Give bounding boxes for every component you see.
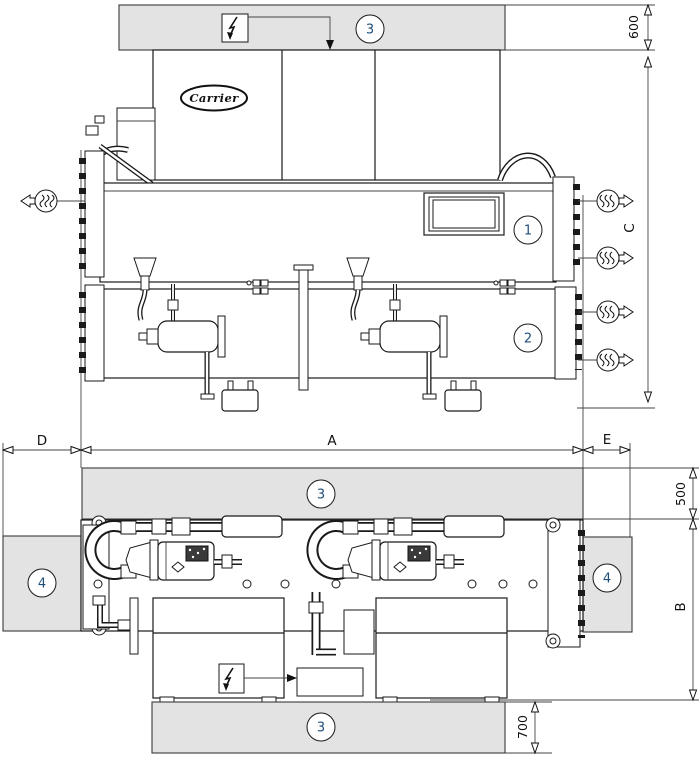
dim-500-label: 500	[673, 482, 688, 506]
callout-3-plan-bottom: 3	[306, 712, 336, 742]
callout-3-plan-top-label: 3	[317, 488, 325, 503]
dim-a-label: A	[327, 433, 337, 449]
tube-clearance-zone-right: 4	[582, 536, 633, 633]
top-clearance-zone	[118, 4, 506, 51]
plan-piping-left	[92, 595, 139, 655]
dim-500: 500	[583, 468, 699, 519]
oil-separator-2	[360, 315, 448, 400]
dim-e: E	[583, 432, 630, 450]
valve-cluster-1	[246, 279, 269, 295]
electrical-panel-box	[296, 667, 364, 697]
plan-piping-center	[308, 592, 375, 656]
control-display	[423, 192, 505, 236]
water-connection-icon-right-3	[578, 300, 634, 324]
valve-cluster-2	[493, 279, 516, 295]
callout-1: 1	[513, 215, 543, 245]
dim-a: A	[81, 433, 583, 450]
side-view: 3 600 C Carrier	[20, 4, 655, 468]
unit-foot-1	[221, 380, 259, 412]
dim-600: 600	[505, 5, 655, 50]
callout-2: 2	[513, 323, 543, 353]
callout-3-top-label: 3	[366, 23, 374, 38]
carrier-logo: Carrier	[180, 84, 248, 112]
water-connection-icon-right-4	[578, 348, 634, 372]
water-connection-icon-left	[20, 189, 85, 213]
dim-c-label: C	[622, 223, 638, 232]
unit-foot-2	[444, 380, 482, 412]
center-riser-pipe	[293, 264, 314, 391]
water-connection-icon-right-1	[578, 189, 634, 213]
electrical-leader-arrow-plan	[244, 674, 297, 682]
callout-1-label: 1	[524, 224, 532, 239]
compressor-assembly-2	[306, 515, 505, 581]
dim-c: C	[577, 57, 655, 409]
control-box-1	[152, 597, 285, 703]
callout-2-label: 2	[524, 332, 532, 347]
callout-3-plan-top: 3	[306, 479, 336, 509]
dim-d-label: D	[37, 433, 47, 449]
dim-b-label: B	[673, 602, 689, 611]
callout-3-plan-bottom-label: 3	[317, 721, 325, 736]
electrical-leader-arrow	[248, 16, 334, 50]
electrical-connection-icon	[221, 13, 249, 43]
tube-clearance-zone-left: 4	[2, 535, 82, 632]
plan-view: 3 500 B 4 4	[2, 468, 699, 753]
callout-3-top: 3	[355, 14, 385, 44]
unit-cabinet: Carrier	[116, 49, 501, 189]
control-box-2	[375, 597, 508, 703]
compressor-assembly-1	[84, 515, 283, 581]
dim-b: B	[430, 519, 699, 700]
carrier-logo-text: Carrier	[189, 91, 239, 105]
dim-e-label: E	[603, 432, 612, 448]
horizontal-dimensions: D A E	[3, 432, 630, 539]
dim-d: D	[3, 433, 81, 450]
float-assembly-2	[346, 257, 401, 330]
water-connection-icon-right-2	[578, 246, 634, 270]
electrical-connection-icon-plan	[218, 663, 245, 694]
dim-700: 700	[505, 702, 552, 753]
callout-4-left-label: 4	[38, 577, 46, 592]
float-assembly-1	[133, 257, 179, 330]
oil-separator-1	[138, 315, 226, 400]
dim-700-label: 700	[515, 715, 530, 739]
dim-600-label: 600	[626, 15, 641, 39]
callout-4-right-label: 4	[603, 572, 611, 587]
